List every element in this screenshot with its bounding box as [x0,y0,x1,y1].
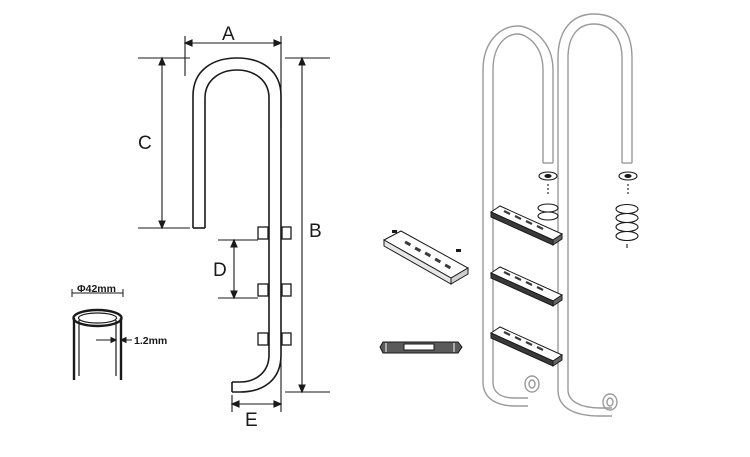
ladder-step-2 [489,266,564,307]
step-bracket-2 [257,283,292,297]
step-bracket-3 [257,332,292,346]
anchor-parts [537,171,639,248]
handrail-outer-edge [192,57,282,393]
right-anchor-spring [615,203,639,248]
right-handrail [567,23,623,409]
side-profile-drawing [192,57,282,393]
ladder-steps [489,205,564,367]
ladder-step-1 [489,205,564,246]
ladder-step-3 [489,326,564,367]
tube-section-detail [71,289,132,380]
tube-diameter-label: Φ42mm [77,283,116,295]
dimension-label-b: B [309,221,322,242]
dimension-label-d: D [213,260,227,281]
dimension-label-e: E [245,410,258,431]
handrail-inner-edge [204,69,270,383]
assembled-ladder [482,13,633,417]
left-anchor-spring [537,203,559,221]
wall-thickness-label: 1.2mm [134,335,167,347]
step-bracket-1 [257,226,292,240]
loose-step-drawing [382,230,470,285]
left-handrail [492,33,544,399]
step-brackets [257,226,292,346]
step-side-view [379,341,463,354]
dimension-lines [138,36,330,412]
dimension-label-a: A [222,24,235,45]
dimension-label-c: C [138,133,152,154]
